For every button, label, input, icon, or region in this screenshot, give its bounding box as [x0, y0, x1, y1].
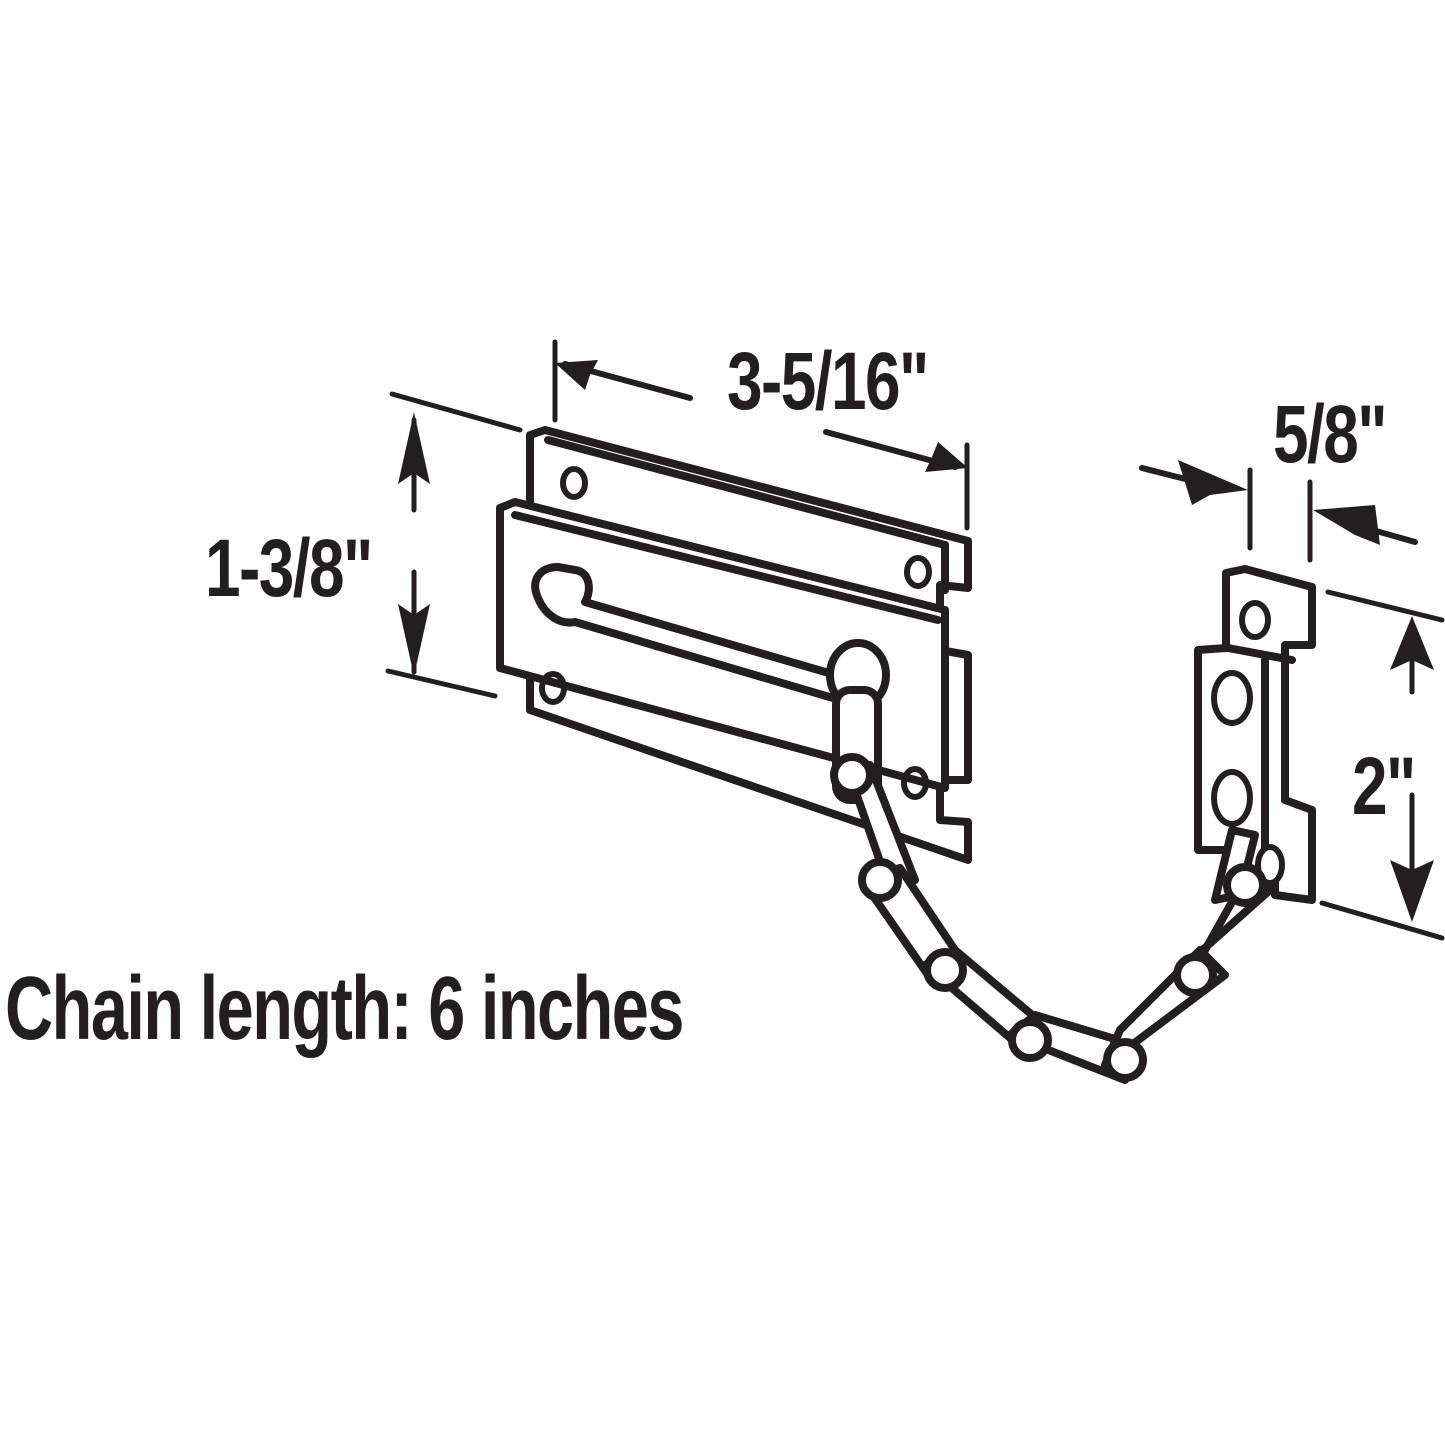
arrow-up-icon	[398, 412, 430, 484]
screw-icon	[539, 671, 567, 705]
strike-plate	[1194, 565, 1316, 904]
screw-holes	[539, 466, 932, 800]
arrow-left-icon	[1313, 505, 1380, 545]
arrow-left-icon	[555, 360, 598, 390]
chain	[826, 639, 1274, 1084]
arrow-right-icon	[925, 442, 968, 472]
slide-plate-width-label: 3-5/16"	[727, 336, 929, 427]
strike-height-dimension-line	[1319, 589, 1445, 941]
screw-icon	[1239, 600, 1271, 640]
slide-plate-height-label: 1-3/8"	[205, 523, 373, 614]
screw-icon	[560, 466, 588, 500]
arrow-down-icon	[398, 604, 430, 676]
screw-icon	[1211, 670, 1253, 726]
arrow-up-icon	[1390, 616, 1434, 670]
chain-length-caption: Chain length: 6 inches	[5, 959, 684, 1059]
strike-plate-height-label: 2"	[1352, 741, 1416, 832]
strike-plate-width-label: 5/8"	[1273, 389, 1388, 480]
screw-icon	[1211, 769, 1253, 827]
arrow-down-icon	[1390, 860, 1434, 922]
screw-icon	[901, 766, 929, 800]
arrow-right-icon	[1178, 460, 1248, 505]
screw-icon	[904, 555, 932, 589]
